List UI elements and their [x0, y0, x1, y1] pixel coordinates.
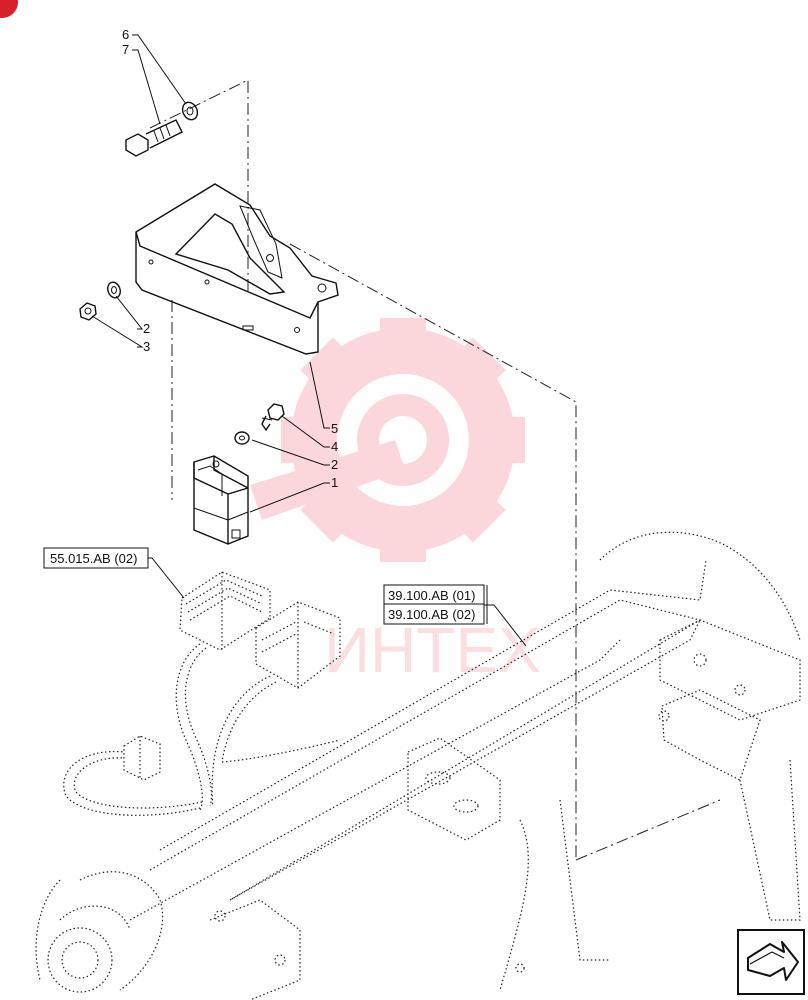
callout-2-upper: 2	[143, 321, 150, 336]
wiring-harness	[63, 643, 341, 816]
reference-box-frame[interactable]: 39.100.AB (01) 39.100.AB (02)	[383, 584, 488, 625]
leader-lines	[91, 34, 527, 647]
relay-module-part-1	[193, 455, 249, 545]
washer-part-2-lower	[234, 431, 250, 445]
nut-part-3	[79, 302, 97, 321]
callout-5: 5	[331, 421, 338, 436]
harness-connector-small	[255, 601, 341, 689]
corner-badge	[0, 0, 18, 18]
assembly-centerlines	[149, 79, 721, 861]
callout-4: 4	[331, 439, 338, 454]
callout-6: 6	[122, 27, 129, 42]
reference-box-harness[interactable]: 55.015.AB (02)	[43, 547, 149, 569]
callout-3: 3	[143, 339, 150, 354]
bracket-part-5	[135, 183, 339, 355]
callout-2-lower: 2	[331, 457, 338, 472]
next-page-arrow-icon[interactable]	[737, 929, 805, 995]
reference-frame-2: 39.100.AB (02)	[388, 607, 475, 622]
reference-frame-1: 39.100.AB (01)	[388, 588, 475, 603]
reference-harness: 55.015.AB (02)	[50, 551, 137, 566]
callout-labels: 6 7 2 3 5 4 2 1	[122, 27, 338, 490]
harness-connector-large	[179, 571, 271, 651]
bolt-part-7	[125, 119, 183, 157]
callout-1: 1	[331, 475, 338, 490]
watermark-logo	[250, 318, 525, 562]
watermark-text: ИНТЕХ	[324, 614, 541, 686]
screw-part-4	[261, 403, 285, 432]
harness-connector-plug	[123, 735, 161, 781]
washer-part-2	[107, 281, 121, 299]
washer-part-6	[181, 101, 199, 121]
chassis-frame	[35, 531, 801, 1000]
callout-7: 7	[122, 42, 129, 57]
